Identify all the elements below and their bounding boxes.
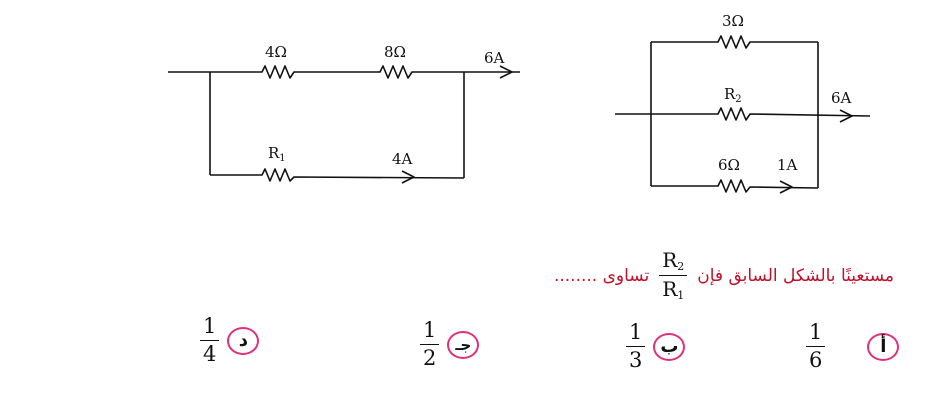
right-top-branch xyxy=(651,35,818,49)
option-a-denominator: 6 xyxy=(809,348,823,372)
option-d-denominator: 4 xyxy=(203,342,217,366)
option-d[interactable]: 1 4 د xyxy=(200,316,260,366)
option-b-fraction: 1 3 xyxy=(626,322,646,372)
question-text-before: مستعينًا بالشكل السابق فإن xyxy=(697,265,894,286)
label-6a-right: 6A xyxy=(831,89,852,107)
label-6a-left: 6A xyxy=(484,49,505,67)
question-num-sub: 2 xyxy=(677,260,685,273)
left-bottom-wire xyxy=(210,168,465,182)
label-8-ohm: 8Ω xyxy=(384,43,406,61)
option-a-fraction: 1 6 xyxy=(806,322,826,372)
option-d-fraction: 1 4 xyxy=(200,316,220,366)
label-4a: 4A xyxy=(392,150,413,168)
question-den-name: R xyxy=(662,277,678,301)
right-circuit xyxy=(615,35,871,194)
left-top-wire xyxy=(168,65,520,79)
label-6-ohm: 6Ω xyxy=(718,156,740,174)
question-text-after: تساوى ........ xyxy=(553,265,650,286)
label-r2-sub: 2 xyxy=(735,94,741,105)
option-c-numerator: 1 xyxy=(420,320,440,345)
question-fraction: R2 R1 xyxy=(659,248,688,301)
label-r2-name: R xyxy=(724,85,736,103)
right-bottom-branch xyxy=(651,179,819,193)
label-4-ohm: 4Ω xyxy=(265,43,287,61)
label-1a: 1A xyxy=(777,156,798,174)
option-a-numerator: 1 xyxy=(806,322,826,347)
label-r2: R2 xyxy=(724,85,742,105)
left-top-arrow xyxy=(499,65,513,79)
label-3-ohm: 3Ω xyxy=(722,12,744,30)
option-c-fraction: 1 2 xyxy=(420,320,440,370)
option-d-letter[interactable]: د xyxy=(227,326,260,355)
question-fraction-numerator: R2 xyxy=(659,248,688,276)
option-a[interactable]: 1 6 أ xyxy=(806,322,900,372)
option-a-letter[interactable]: أ xyxy=(867,332,900,361)
option-b-denominator: 3 xyxy=(629,348,643,372)
question-fraction-denominator: R1 xyxy=(659,276,687,301)
right-middle-wire xyxy=(615,107,871,121)
option-c[interactable]: 1 2 جـ xyxy=(420,320,480,370)
option-d-numerator: 1 xyxy=(200,316,220,341)
option-b-numerator: 1 xyxy=(626,322,646,347)
right-middle-arrow xyxy=(839,109,853,123)
label-r1-sub: 1 xyxy=(279,153,285,164)
option-c-denominator: 2 xyxy=(423,346,437,370)
question-den-sub: 1 xyxy=(677,289,685,302)
label-r1-name: R xyxy=(268,144,280,162)
right-bottom-arrow xyxy=(779,180,793,194)
question-line: مستعينًا بالشكل السابق فإن R2 R1 تساوى .… xyxy=(554,250,894,301)
option-c-letter[interactable]: جـ xyxy=(447,330,480,359)
left-circuit xyxy=(168,65,520,184)
option-b-letter[interactable]: ب xyxy=(653,332,686,361)
left-bottom-arrow xyxy=(401,170,415,184)
question-num-name: R xyxy=(662,248,678,272)
option-b[interactable]: 1 3 ب xyxy=(626,322,686,372)
label-r1: R1 xyxy=(268,144,286,164)
